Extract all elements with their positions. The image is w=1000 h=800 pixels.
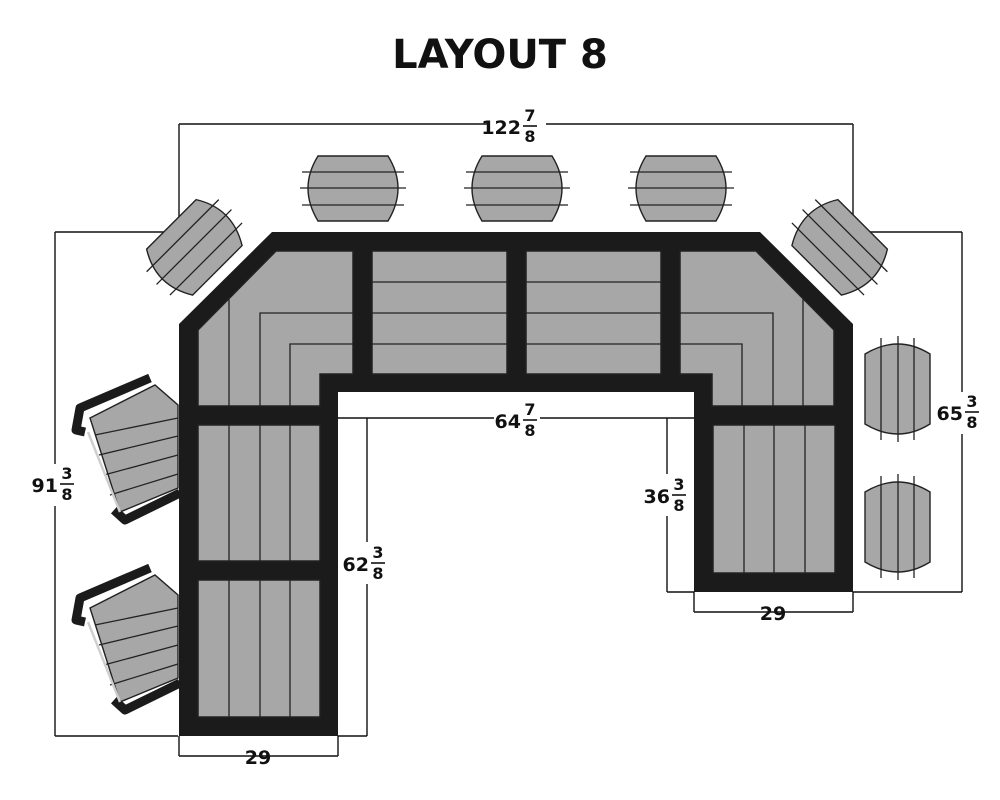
top-ottoman-1 <box>300 155 406 222</box>
lounge-chair-2 <box>71 563 182 715</box>
dimension-left-depth: 91 3 8 <box>30 464 78 506</box>
dim-numerator: 7 <box>524 106 535 125</box>
dim-whole: 65 <box>937 403 963 425</box>
left-arm-seat-2 <box>197 579 321 718</box>
middle-seat-1 <box>371 250 508 375</box>
dim-whole: 91 <box>32 475 58 497</box>
dim-whole: 64 <box>495 411 521 433</box>
lounge-chair-1 <box>71 373 182 525</box>
corner-ottoman-right <box>791 198 889 296</box>
dimension-overall-width: 122 7 8 <box>481 106 546 146</box>
page-title: LAYOUT 8 <box>392 32 608 78</box>
dim-denominator: 8 <box>61 485 72 504</box>
right-ottoman-2 <box>864 474 931 580</box>
dimension-left-arm-width: 29 <box>245 747 271 769</box>
dim-numerator: 3 <box>61 464 72 483</box>
left-arm-seat-1 <box>197 424 321 562</box>
right-arm-seat <box>712 424 836 574</box>
dim-whole: 36 <box>644 486 670 508</box>
corner-ottoman-left <box>145 198 243 296</box>
dim-whole: 62 <box>343 554 369 576</box>
top-ottoman-3 <box>628 155 734 222</box>
top-ottoman-2 <box>464 155 570 222</box>
dim-denominator: 8 <box>372 564 383 583</box>
dimension-inner-left-depth: 62 3 8 <box>343 542 390 584</box>
right-ottoman-1 <box>864 336 931 442</box>
dim-denominator: 8 <box>524 127 535 146</box>
sectional-cushions <box>197 250 836 718</box>
dimension-right-arm-width: 29 <box>760 603 786 625</box>
dim-numerator: 3 <box>966 392 977 411</box>
dimension-right-depth: 65 3 8 <box>937 392 984 434</box>
corner-seat-right <box>679 250 835 407</box>
dim-numerator: 7 <box>524 400 535 419</box>
dim-denominator: 8 <box>673 496 684 515</box>
middle-seat-2 <box>525 250 662 375</box>
dim-numerator: 3 <box>372 543 383 562</box>
dim-denominator: 8 <box>524 421 535 440</box>
dimension-inner-width: 64 7 8 <box>494 400 540 440</box>
dim-whole: 122 <box>481 117 521 139</box>
dim-denominator: 8 <box>966 413 977 432</box>
corner-seat-left <box>197 250 354 407</box>
dimension-inner-right-depth: 36 3 8 <box>644 474 690 516</box>
dim-numerator: 3 <box>673 475 684 494</box>
